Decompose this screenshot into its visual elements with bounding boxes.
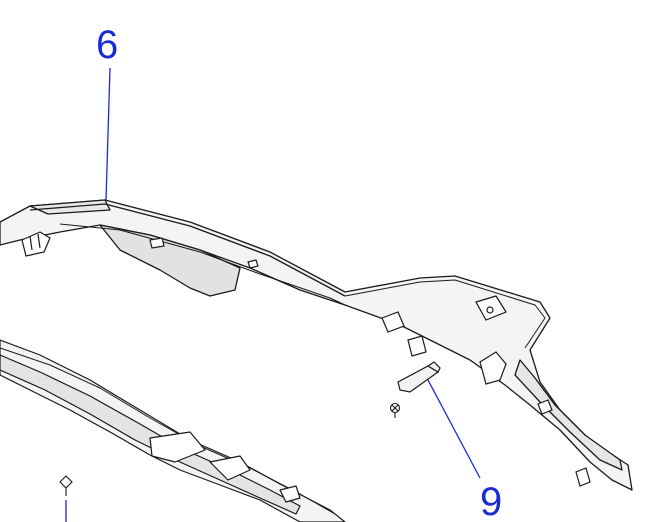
- trim-panel-inner-line: [344, 279, 546, 349]
- leader-line-6: [105, 67, 111, 201]
- bracket-body: [397, 365, 440, 393]
- trim-panel-part-6: [0, 199, 633, 491]
- trim-panel-arm-inner: [514, 359, 623, 471]
- bracket-head: [426, 361, 441, 373]
- trim-panel-edge-highlight: [29, 203, 346, 297]
- leader-line-9: [427, 379, 481, 479]
- callout-9: 9: [480, 480, 502, 522]
- bracket-part-9: [397, 361, 441, 393]
- clip-arm-end-icon: [575, 467, 591, 487]
- clip-mid-icon: [149, 237, 165, 249]
- lower-screw-icon: [59, 475, 73, 496]
- clip-right-lower-icon: [479, 351, 507, 385]
- lower-frame-part: [0, 339, 346, 522]
- clip-mid-small-icon: [247, 259, 259, 269]
- trim-panel-underside: [99, 224, 241, 297]
- clip-center-lower-icon: [407, 335, 427, 357]
- callout-6: 6: [96, 23, 118, 67]
- lower-frame-boss-2: [209, 455, 251, 481]
- trim-panel-ridge: [59, 223, 346, 306]
- lower-frame-tab: [279, 485, 301, 503]
- clip-left-tab-icon: [29, 233, 41, 251]
- screw-icon: [389, 402, 401, 418]
- lower-frame-channel: [0, 354, 301, 515]
- clip-center-icon: [381, 311, 405, 333]
- clip-left-icon: [21, 231, 51, 257]
- trim-panel-top-surface: [0, 199, 633, 491]
- leader-lines: [65, 67, 481, 522]
- clip-arm-icon: [537, 399, 553, 415]
- clip-right-upper-icon: [475, 295, 507, 321]
- lower-frame-boss: [149, 431, 206, 463]
- clip-right-upper-hole-icon: [486, 306, 494, 314]
- panel-clips: [21, 231, 591, 487]
